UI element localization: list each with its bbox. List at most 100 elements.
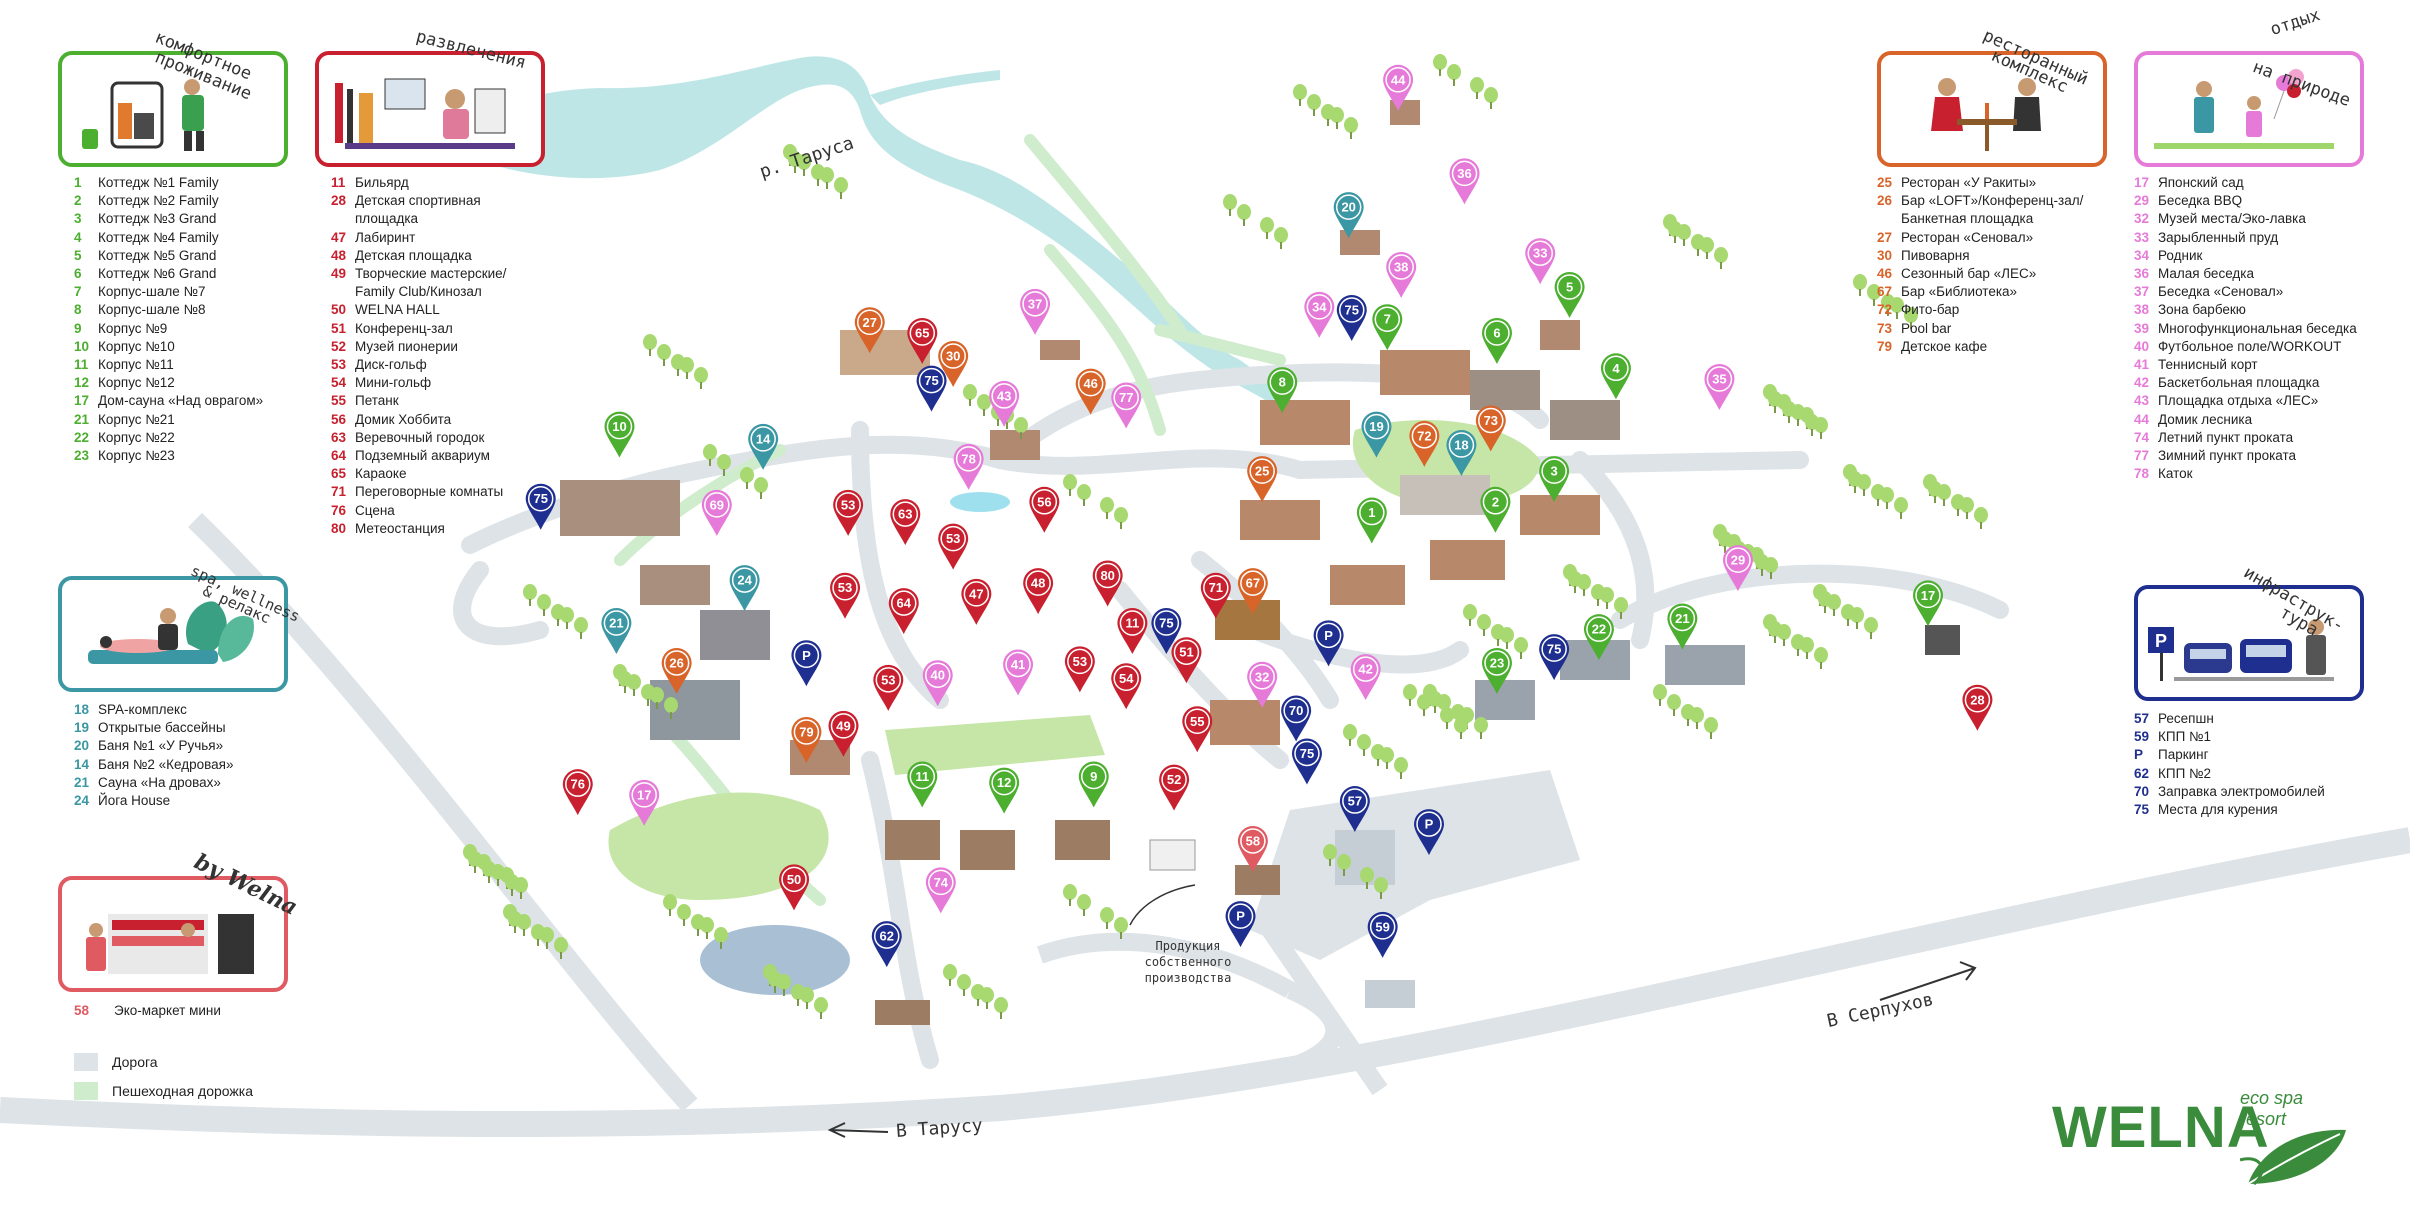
map-pin[interactable]: 42 xyxy=(1350,654,1381,701)
map-pin[interactable]: 14 xyxy=(748,423,779,470)
map-pin[interactable]: 75 xyxy=(1336,294,1367,341)
map-pin[interactable]: 77 xyxy=(1111,382,1142,429)
map-pin[interactable]: 25 xyxy=(1247,456,1278,503)
map-pin[interactable]: 41 xyxy=(1003,649,1034,696)
map-pin[interactable]: 34 xyxy=(1304,291,1335,338)
map-pin[interactable]: 7 xyxy=(1372,304,1403,351)
legend-item-number: 6 xyxy=(74,266,82,282)
map-pin[interactable]: P xyxy=(1414,809,1445,856)
map-pin[interactable]: 75 xyxy=(1291,738,1322,785)
map-pin[interactable]: 72 xyxy=(1409,420,1440,467)
map-pin[interactable]: 79 xyxy=(791,717,822,763)
map-pin[interactable]: 27 xyxy=(854,307,885,354)
map-pin[interactable]: 63 xyxy=(890,499,921,546)
map-pin[interactable]: 37 xyxy=(1020,288,1051,335)
map-pin[interactable]: 55 xyxy=(1182,706,1213,753)
map-pin-marker xyxy=(525,483,556,530)
map-pin[interactable]: 76 xyxy=(562,769,593,816)
map-pin[interactable]: 28 xyxy=(1962,684,1993,731)
legend-item-number: 70 xyxy=(2134,783,2150,799)
map-pin[interactable]: 26 xyxy=(661,647,692,694)
map-pin[interactable]: 75 xyxy=(916,365,947,412)
map-pin[interactable]: 65 xyxy=(907,318,938,365)
map-pin[interactable]: 53 xyxy=(873,664,904,711)
legend-item-label: Банкетная площадка xyxy=(1901,211,2034,227)
tree xyxy=(791,984,805,1006)
map-pin[interactable]: 40 xyxy=(922,660,953,707)
map-pin[interactable]: P xyxy=(791,640,822,687)
map-pin[interactable]: 29 xyxy=(1722,545,1753,592)
map-pin[interactable]: 33 xyxy=(1525,238,1556,285)
legend-item-label: Коттедж №3 Grand xyxy=(98,211,217,227)
map-pin[interactable]: 67 xyxy=(1237,568,1268,615)
map-pin[interactable]: 8 xyxy=(1267,367,1298,414)
map-pin[interactable]: 22 xyxy=(1583,614,1614,661)
map-pin[interactable]: 9 xyxy=(1078,761,1109,808)
map-pin-marker xyxy=(1023,568,1054,615)
map-pin[interactable]: 23 xyxy=(1481,647,1512,694)
map-pin[interactable]: 59 xyxy=(1367,911,1398,958)
map-pin[interactable]: 5 xyxy=(1554,271,1585,318)
map-pin[interactable]: P xyxy=(1225,901,1256,948)
map-pin-ring xyxy=(1669,605,1696,632)
map-pin[interactable]: 32 xyxy=(1247,661,1278,708)
map-pin[interactable]: 24 xyxy=(729,565,760,612)
map-pin[interactable]: 44 xyxy=(1383,64,1414,111)
map-pin[interactable]: 62 xyxy=(871,921,902,968)
map-pin[interactable]: 46 xyxy=(1075,368,1106,415)
map-pin[interactable]: 3 xyxy=(1539,456,1570,503)
map-pin[interactable]: 69 xyxy=(701,489,732,536)
map-pin[interactable]: 75 xyxy=(1151,608,1182,655)
map-pin[interactable]: 64 xyxy=(888,588,919,635)
map-pin[interactable]: 53 xyxy=(938,523,969,570)
tree xyxy=(1403,684,1417,706)
map-pin[interactable]: 75 xyxy=(1539,634,1570,681)
map-pin[interactable]: 19 xyxy=(1361,411,1392,458)
map-pin-marker xyxy=(1480,486,1511,533)
map-pin[interactable]: 75 xyxy=(525,483,556,530)
map-pin[interactable]: 4 xyxy=(1600,353,1631,400)
map-pin[interactable]: 56 xyxy=(1029,486,1060,533)
legend-item-number: 11 xyxy=(331,175,346,190)
map-pin[interactable]: 10 xyxy=(604,411,635,458)
map-pin[interactable]: 43 xyxy=(989,380,1020,427)
map-pin[interactable]: 53 xyxy=(830,572,861,619)
map-pin[interactable]: 6 xyxy=(1481,318,1512,365)
map-pin[interactable]: 21 xyxy=(1667,603,1698,650)
map-pin[interactable]: 20 xyxy=(1333,192,1364,239)
map-pin[interactable]: 21 xyxy=(601,608,632,655)
map-pin[interactable]: 30 xyxy=(938,341,969,388)
map-pin[interactable]: 47 xyxy=(961,578,992,625)
accommodation-card xyxy=(58,51,288,167)
map-pin[interactable]: 18 xyxy=(1446,430,1477,477)
map-pin[interactable]: 35 xyxy=(1704,364,1735,411)
map-pin[interactable]: 48 xyxy=(1023,568,1054,615)
map-pin[interactable]: 54 xyxy=(1111,663,1142,710)
map-pin[interactable]: 17 xyxy=(1913,580,1943,627)
map-pin[interactable]: 11 xyxy=(1117,608,1148,655)
map-pin[interactable]: 58 xyxy=(1237,825,1268,872)
map-pin-ring xyxy=(1227,903,1254,929)
map-pin[interactable]: 52 xyxy=(1159,764,1190,811)
map-pin[interactable]: 73 xyxy=(1475,405,1506,452)
map-pin[interactable]: 57 xyxy=(1339,786,1370,833)
map-pin[interactable]: 17 xyxy=(629,779,660,826)
map-pin[interactable]: 12 xyxy=(989,767,1020,814)
map-pin[interactable]: 38 xyxy=(1386,252,1417,299)
map-pin[interactable]: 78 xyxy=(953,443,984,490)
map-pin[interactable]: 71 xyxy=(1200,572,1231,619)
map-pin[interactable]: 53 xyxy=(1064,646,1095,693)
map-pin[interactable]: 50 xyxy=(779,864,810,911)
map-pin[interactable]: 53 xyxy=(833,489,864,536)
map-pin[interactable]: 51 xyxy=(1171,637,1202,684)
map-pin[interactable]: 11 xyxy=(907,761,938,808)
map-pin[interactable]: 36 xyxy=(1449,158,1480,205)
map-pin[interactable]: P xyxy=(1313,620,1344,667)
map-pin[interactable]: 49 xyxy=(828,710,859,757)
map-pin[interactable]: 80 xyxy=(1092,560,1123,607)
map-pin[interactable]: 74 xyxy=(925,867,956,914)
map-pin[interactable]: 1 xyxy=(1356,497,1387,544)
map-pin-marker xyxy=(1913,580,1943,627)
map-pin[interactable]: 70 xyxy=(1281,695,1312,742)
map-pin[interactable]: 2 xyxy=(1480,486,1511,533)
